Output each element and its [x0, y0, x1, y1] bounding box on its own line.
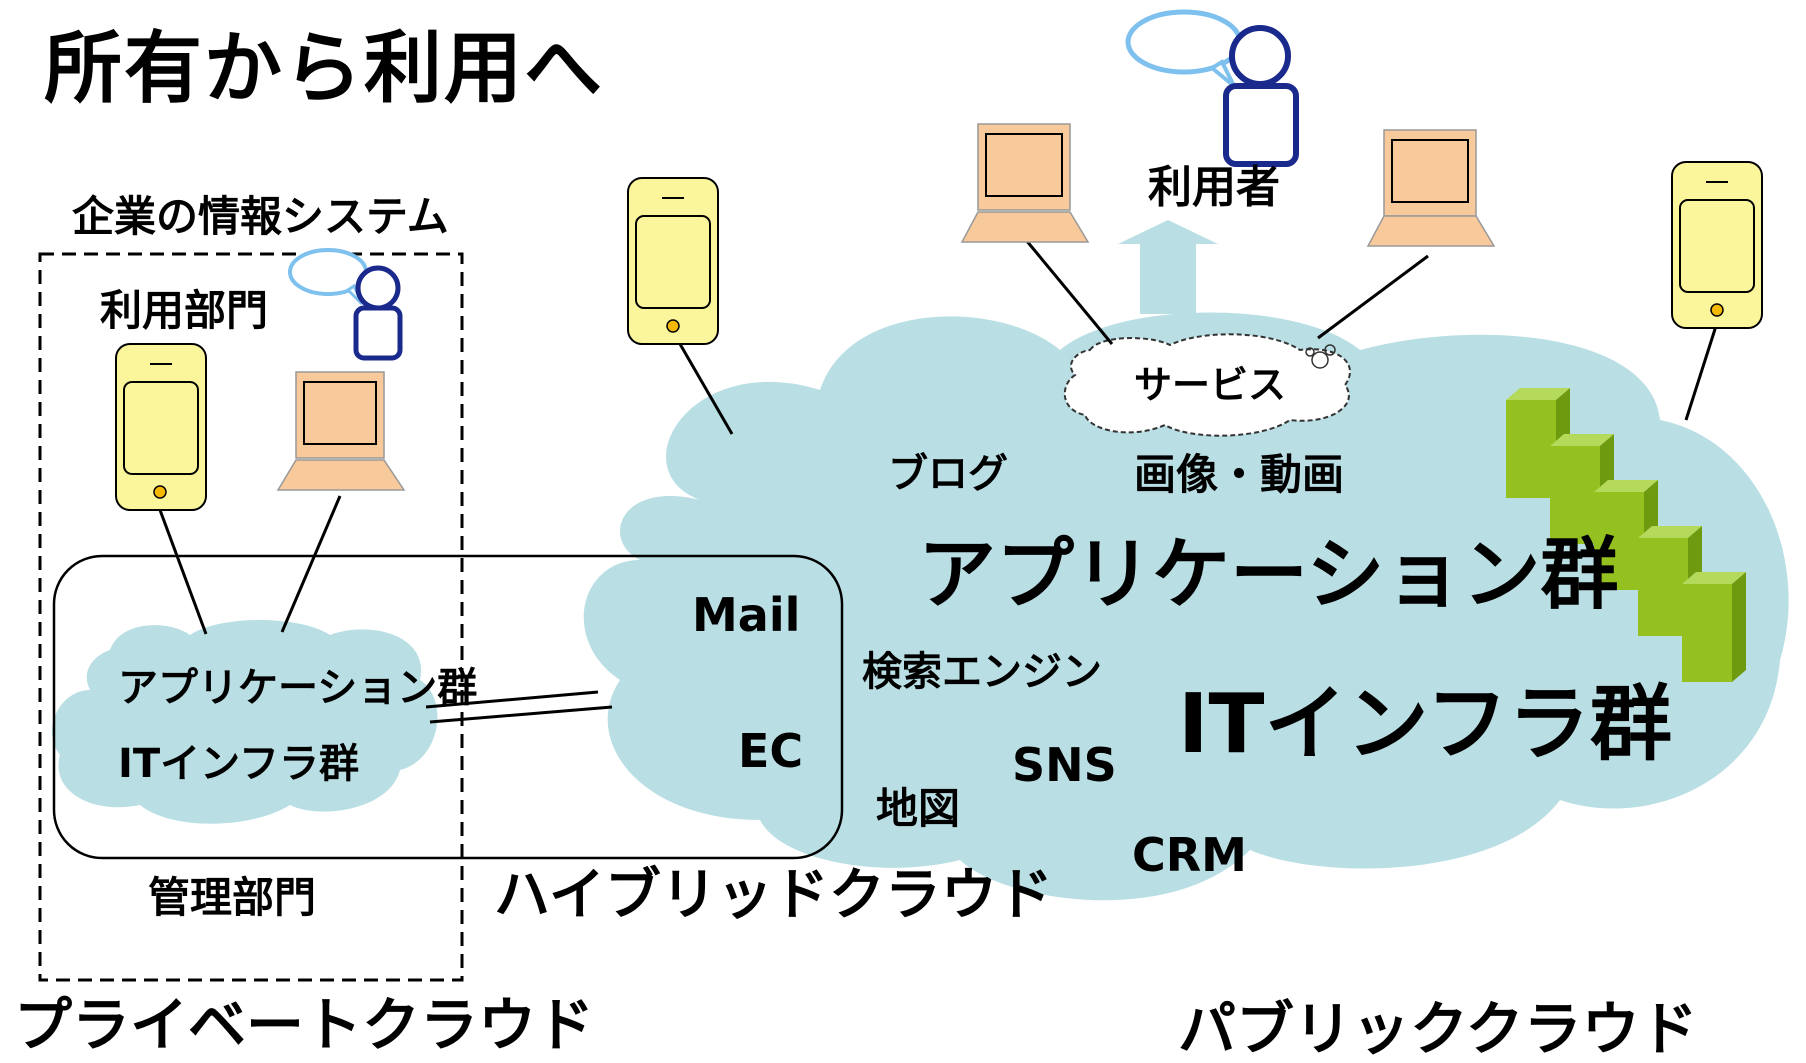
laptop-icon: [1366, 129, 1496, 247]
public-app-label: アプリケーション群: [918, 530, 1619, 620]
private-cloud-caption: プライベートクラウド: [14, 991, 595, 1059]
services-label: サービス: [1134, 363, 1287, 407]
sns-label: SNS: [1012, 738, 1117, 792]
user-department-label: 利用部門: [100, 286, 269, 335]
private-cloud-shape: [51, 620, 438, 824]
server-stack-icon: [1506, 388, 1746, 682]
crm-label: CRM: [1132, 828, 1247, 882]
public-cloud-shape: [583, 312, 1789, 901]
page-title: 所有から利用へ: [44, 24, 605, 114]
media-label: 画像・動画: [1134, 450, 1345, 499]
smartphone-icon: [115, 343, 207, 511]
person-icon: [288, 248, 403, 361]
laptop-icon: [960, 123, 1090, 243]
laptop-icon: [276, 371, 406, 491]
smartphone-icon: [627, 177, 719, 345]
device-connection-lines: [158, 239, 1718, 635]
users-label: 利用者: [1148, 162, 1280, 213]
person-icon: [1125, 9, 1299, 167]
private-app-label: アプリケーション群: [118, 665, 478, 711]
up-arrow-icon: [1118, 220, 1218, 314]
hybrid-connector: [425, 690, 613, 724]
hybrid-boundary: [52, 554, 844, 860]
search-engine-label: 検索エンジン: [862, 649, 1102, 695]
hybrid-item-ec: EC: [738, 724, 804, 778]
private-infra-label: ITインフラ群: [118, 741, 359, 787]
hybrid-cloud-caption: ハイブリッドクラウド: [494, 863, 1053, 928]
public-infra-label: ITインフラ群: [1178, 677, 1672, 772]
map-label: 地図: [876, 784, 961, 833]
management-department-label: 管理部門: [148, 873, 317, 922]
blog-label: ブログ: [888, 451, 1008, 497]
enterprise-boundary: [38, 252, 464, 982]
service-cloud-shape: [1063, 333, 1351, 437]
public-cloud-caption: パブリッククラウド: [1178, 995, 1698, 1063]
enterprise-label: 企業の情報システム: [72, 192, 449, 241]
hybrid-item-mail: Mail: [692, 588, 801, 642]
smartphone-icon: [1671, 161, 1763, 329]
